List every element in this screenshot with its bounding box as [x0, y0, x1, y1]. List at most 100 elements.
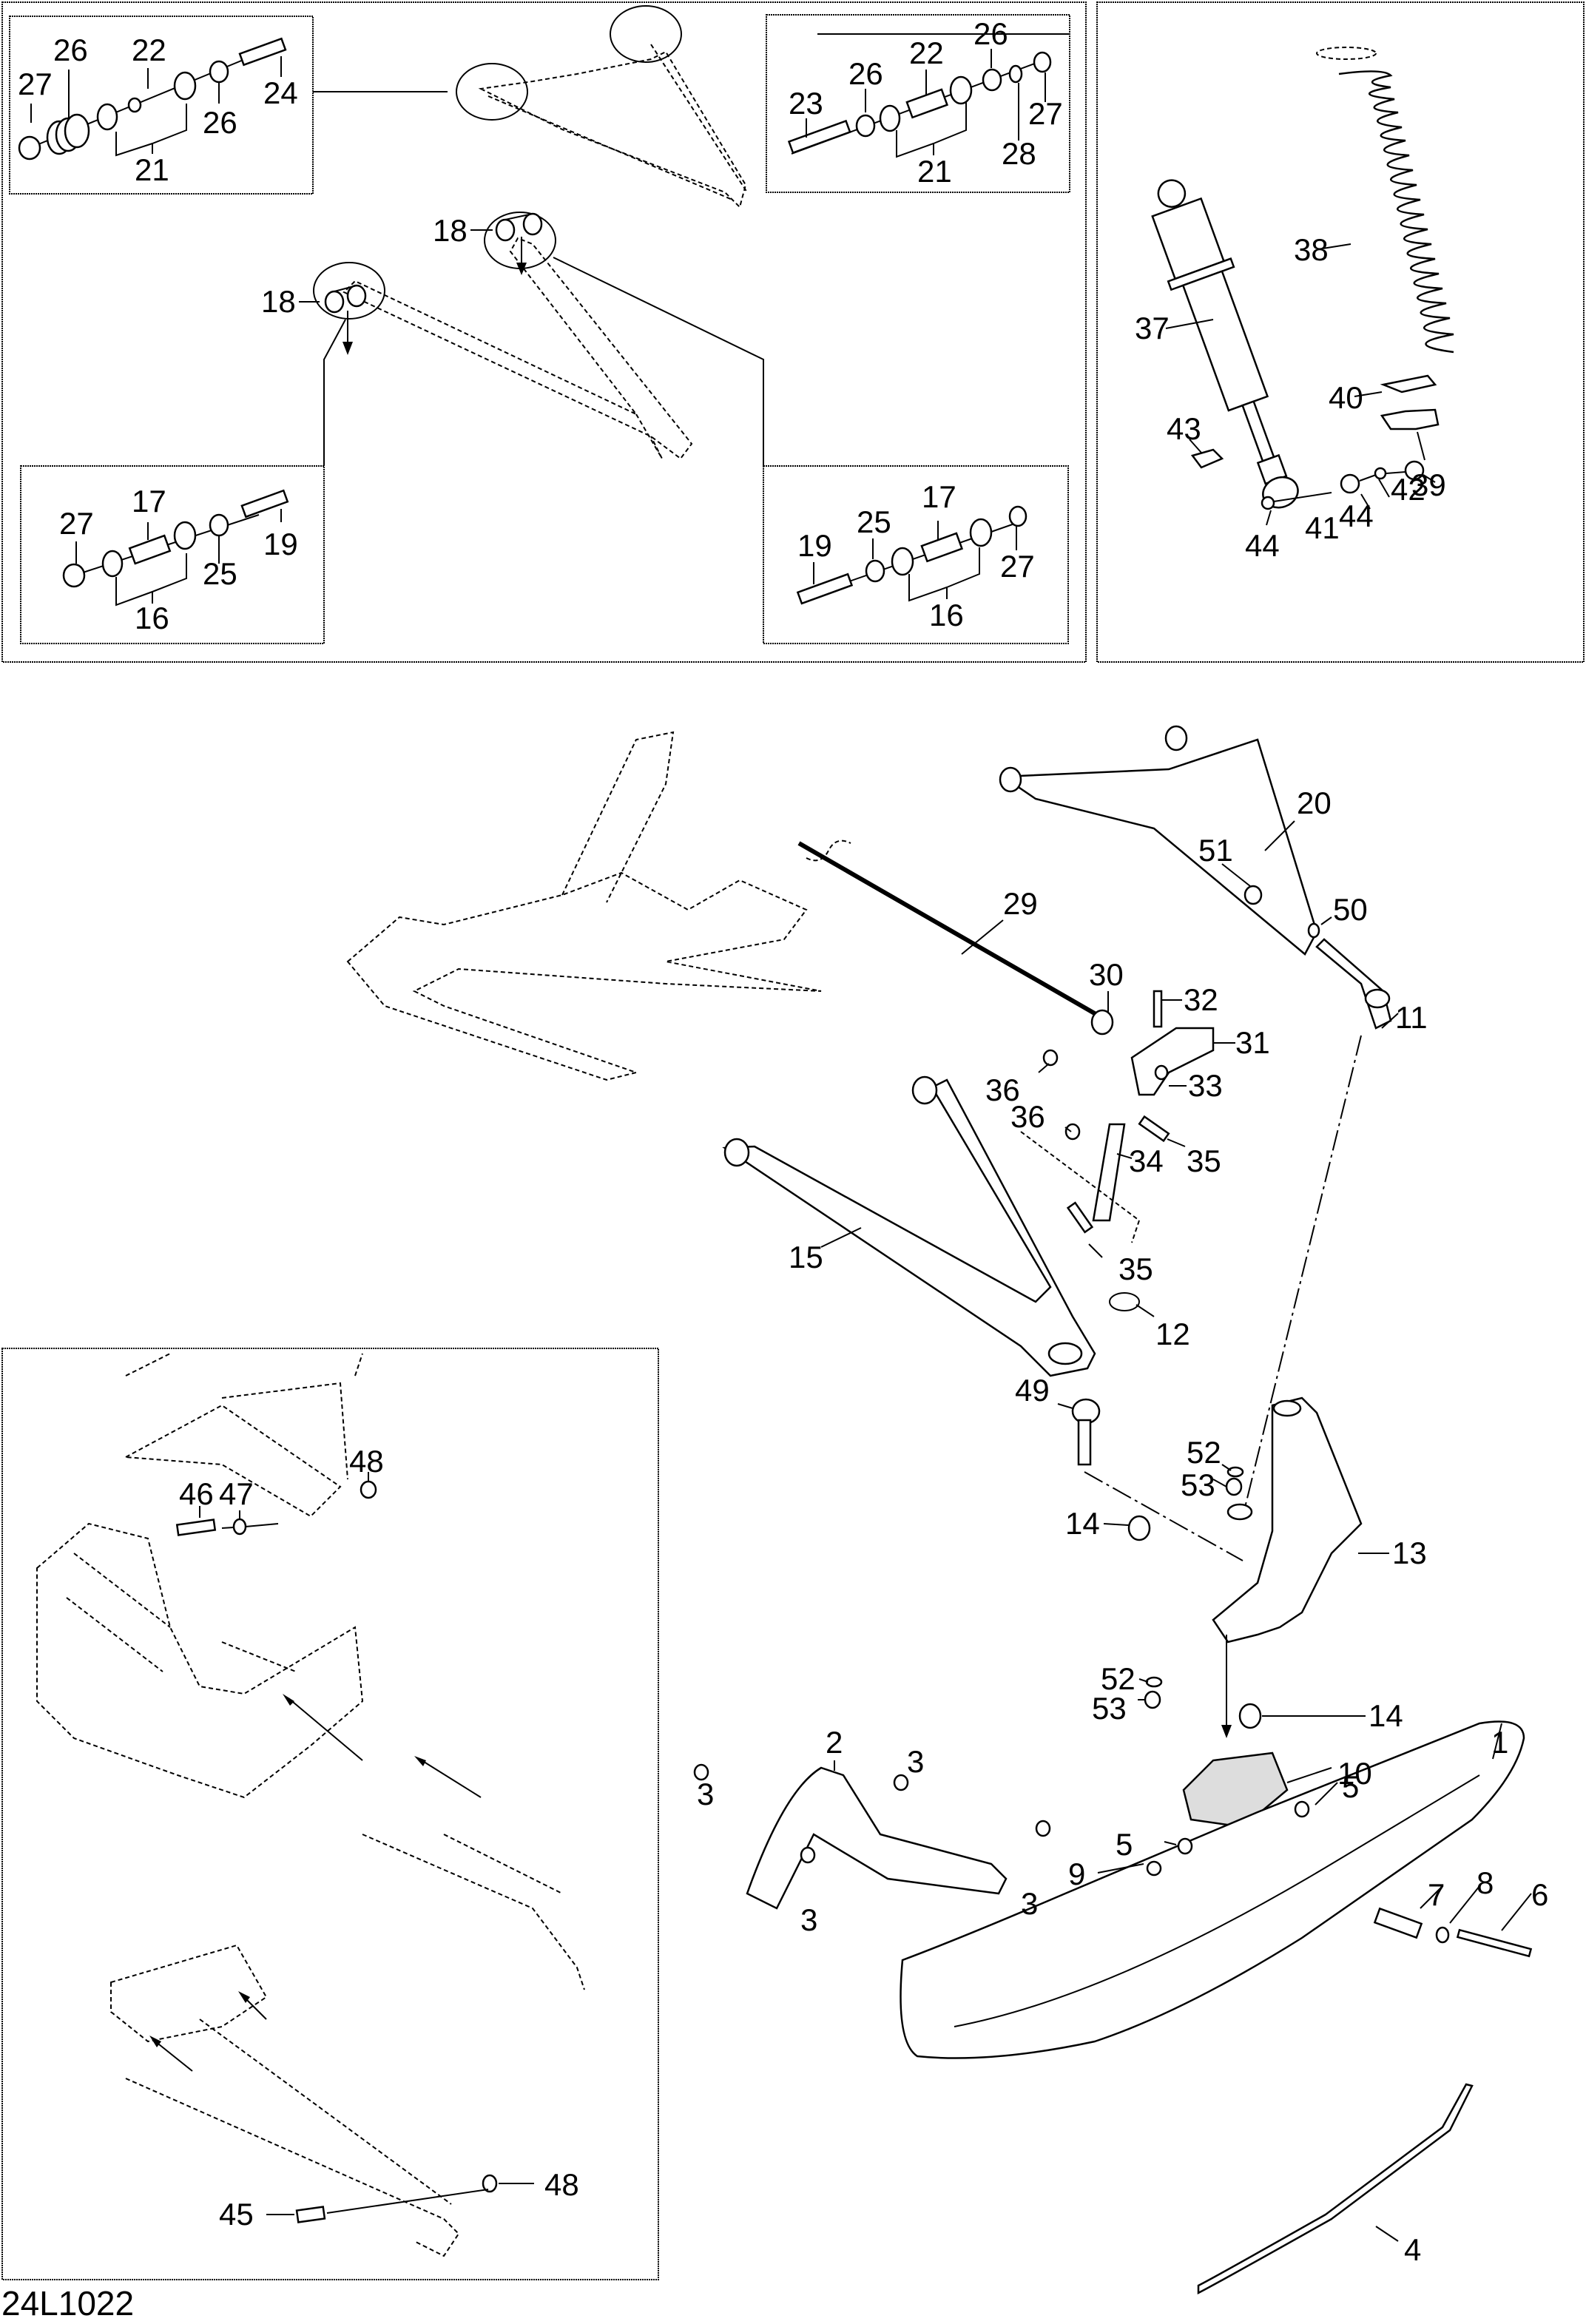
illustration-id: 24L1022: [1, 2284, 134, 2323]
part-bolt: [175, 1519, 217, 1536]
part-upper-a-arm: [1000, 738, 1318, 956]
part-spring-seat: [1380, 374, 1437, 393]
callout-53: 53: [1092, 1691, 1127, 1726]
part-sway-bar-bushing: [1090, 1009, 1114, 1036]
callout-16: 16: [135, 601, 169, 635]
detail-circle: [456, 63, 528, 121]
callout-53: 53: [1181, 1467, 1215, 1502]
callout-5: 5: [1116, 1827, 1133, 1862]
callout-26: 26: [203, 105, 237, 140]
callout-26: 26: [53, 33, 88, 67]
callout-27: 27: [18, 67, 53, 101]
callout-22: 22: [132, 33, 166, 67]
callout-26: 26: [848, 56, 883, 91]
bushing-stack: [796, 505, 1027, 605]
part-screw: [800, 1846, 816, 1864]
callout-3: 3: [697, 1777, 714, 1811]
part-spacer: [1373, 1907, 1423, 1939]
callout-10: 10: [1337, 1756, 1372, 1791]
part-spindle: [1212, 1396, 1363, 1644]
callout-19: 19: [797, 528, 832, 563]
callout-48: 48: [544, 2167, 579, 2202]
callout-13: 13: [1392, 1536, 1427, 1570]
part-sway-bar: [797, 841, 1104, 1020]
part-washer: [1435, 1926, 1450, 1944]
callout-26: 26: [973, 16, 1008, 51]
callout-21: 21: [917, 154, 952, 189]
callout-41: 41: [1305, 510, 1340, 545]
callout-18: 18: [433, 213, 468, 248]
callout-37: 37: [1135, 311, 1170, 345]
part-nut: [1244, 885, 1263, 905]
callout-25: 25: [857, 504, 891, 539]
part-washer: [1146, 1860, 1162, 1877]
frame-chassis-ghost: [36, 1522, 364, 1799]
callout-8: 8: [1477, 1865, 1494, 1900]
callout-33: 33: [1188, 1068, 1223, 1103]
part-screw: [1035, 1820, 1051, 1837]
callout-2: 2: [826, 1725, 843, 1760]
callout-3: 3: [1021, 1886, 1038, 1921]
upper-a-arm-ghost: [478, 50, 747, 209]
callout-3: 3: [907, 1744, 924, 1779]
callout-16: 16: [929, 598, 964, 632]
callout-9: 9: [1068, 1857, 1085, 1891]
part-nut: [1154, 1064, 1169, 1081]
callout-27: 27: [1028, 96, 1063, 131]
panel-frame-mount: 46 47 48 45 48: [36, 1353, 585, 2257]
part-bellcrank: [1130, 1027, 1215, 1096]
panel-main-assembly: 20 51 29 30 32 31 50 11 36 33 36 34 35 1…: [346, 725, 1548, 2295]
part-bushing: [482, 2174, 498, 2193]
callout-50: 50: [1333, 892, 1368, 927]
callout-43: 43: [1167, 411, 1201, 446]
callout-32: 32: [1184, 982, 1218, 1017]
callout-44: 44: [1339, 499, 1374, 533]
lower-a-arm-ghost: [342, 237, 693, 460]
part-nut: [1294, 1800, 1310, 1818]
part-bushing: [1340, 473, 1360, 494]
part-washer: [232, 1518, 247, 1536]
part-bolt: [1066, 1201, 1094, 1234]
callout-5: 5: [1342, 1769, 1359, 1804]
inset-lower-left-bushing: [20, 465, 325, 644]
callout-52: 52: [1187, 1435, 1221, 1470]
callout-28: 28: [1002, 136, 1036, 171]
callout-22: 22: [909, 36, 944, 70]
callout-21: 21: [135, 152, 169, 187]
callout-4: 4: [1404, 2232, 1421, 2267]
part-nut: [1144, 1690, 1161, 1709]
frame-ghost: [346, 871, 822, 1081]
callout-15: 15: [789, 1240, 823, 1274]
part-spindle-bushing: [1127, 1515, 1151, 1541]
part-circlip: [1109, 1292, 1140, 1311]
part-spring-stopper: [1380, 408, 1440, 430]
panel-upper-arm: 18 18 27 26 22 21 26 24: [9, 5, 1070, 644]
callout-14: 14: [1065, 1506, 1100, 1541]
callout-49: 49: [1015, 1373, 1050, 1408]
callout-35: 35: [1187, 1144, 1221, 1178]
callout-52: 52: [1101, 1661, 1135, 1696]
part-nut: [1225, 1477, 1243, 1496]
callout-31: 31: [1235, 1025, 1270, 1060]
part-washer: [1145, 1676, 1163, 1688]
detail-circle: [313, 262, 385, 320]
part-spring: [1316, 47, 1454, 354]
part-spindle-bushing: [1238, 1703, 1262, 1729]
callout-42: 42: [1391, 472, 1425, 507]
inset-upper-right-bushing: [766, 14, 1070, 193]
callout-35: 35: [1118, 1251, 1153, 1286]
callout-17: 17: [922, 479, 956, 514]
callout-24: 24: [263, 75, 298, 110]
part-nut: [1042, 1049, 1059, 1067]
callout-29: 29: [1003, 886, 1038, 921]
callout-44: 44: [1245, 528, 1280, 563]
part-bolt: [1138, 1115, 1170, 1143]
part-ball-joint: [1071, 1398, 1101, 1466]
callout-20: 20: [1297, 786, 1332, 820]
callout-34: 34: [1129, 1144, 1164, 1178]
part-ski-pad: [1182, 1752, 1289, 1828]
callout-39: 39: [1411, 467, 1446, 502]
part-ski: [900, 1720, 1525, 2059]
callout-17: 17: [132, 484, 166, 518]
callout-51: 51: [1198, 833, 1233, 868]
